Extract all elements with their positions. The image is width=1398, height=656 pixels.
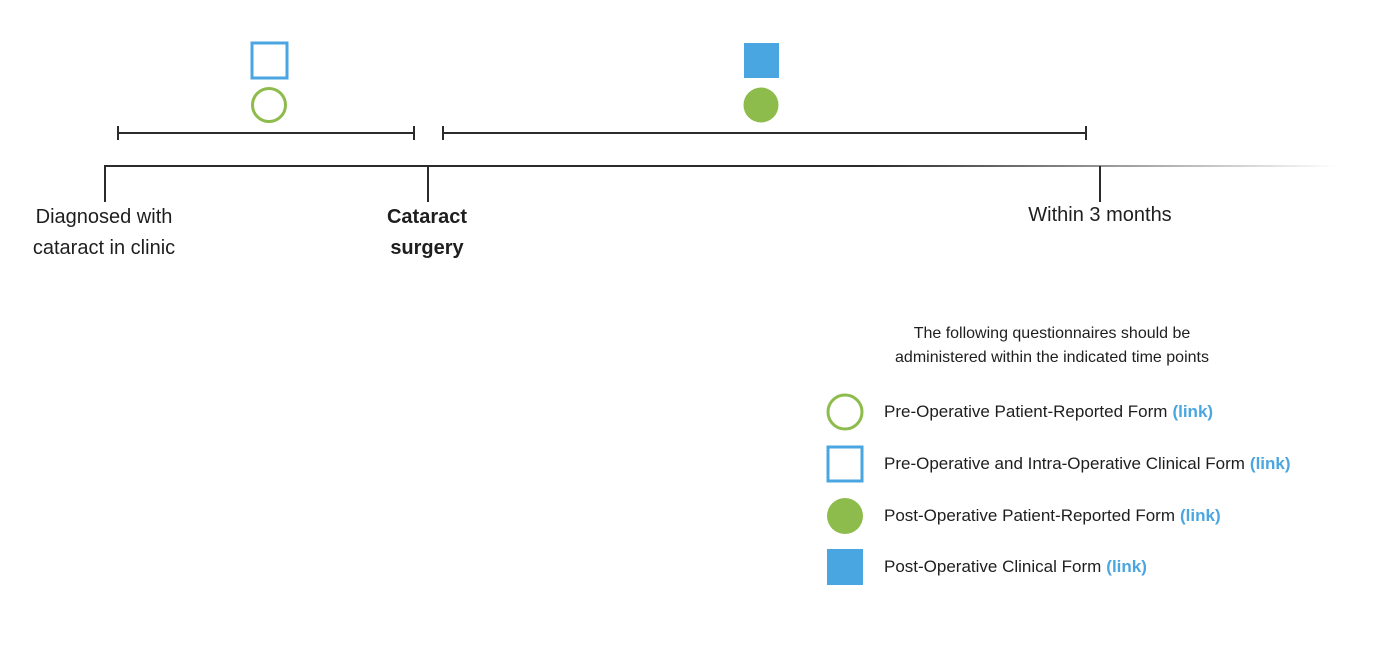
timeline-axis — [104, 165, 1338, 167]
legend-item-text: Pre-Operative Patient-Reported Form(link… — [884, 402, 1213, 422]
period-bracket-post-operative — [442, 126, 1087, 140]
form-link[interactable]: (link) — [1249, 454, 1291, 473]
legend-item-post-operative-patient-reported: Post-Operative Patient-Reported Form(lin… — [826, 497, 1386, 535]
timepoint-label-line: Within 3 months — [1028, 204, 1172, 226]
legend-item-text: Post-Operative Patient-Reported Form(lin… — [884, 506, 1221, 526]
timepoint-label-line: Cataract — [386, 206, 468, 228]
form-link[interactable]: (link) — [1180, 506, 1221, 525]
timepoint-label-line: cataract in clinic — [32, 237, 176, 259]
square-filled-icon — [826, 548, 864, 586]
timepoint-label-line: surgery — [390, 237, 464, 259]
legend-item-label: Pre-Operative and Intra-Operative Clinic… — [884, 454, 1245, 473]
legend-item-label: Pre-Operative Patient-Reported Form — [884, 402, 1168, 421]
legend-item-text: Post-Operative Clinical Form(link) — [884, 557, 1147, 577]
circle-filled-icon — [743, 87, 779, 123]
timepoint-label-surgery: Cataract surgery — [347, 202, 507, 264]
circle-outline-icon — [251, 87, 287, 123]
circle-filled-icon — [826, 497, 864, 535]
legend-intro-line: administered within the indicated time p… — [895, 349, 1209, 366]
legend-item-label: Post-Operative Patient-Reported Form — [884, 506, 1176, 525]
form-link[interactable]: (link) — [1106, 557, 1147, 576]
legend-intro-line: The following questionnaires should be — [913, 325, 1191, 342]
form-link[interactable]: (link) — [1172, 402, 1214, 421]
timepoint-label-line: Diagnosed with — [35, 206, 173, 228]
legend-item-text: Pre-Operative and Intra-Operative Clinic… — [884, 454, 1291, 474]
timepoint-label-3-months: Within 3 months — [990, 200, 1210, 231]
square-filled-icon — [744, 43, 779, 78]
legend-item-pre-intra-operative-clinical: Pre-Operative and Intra-Operative Clinic… — [826, 445, 1386, 483]
legend-item-label: Post-Operative Clinical Form — [884, 557, 1102, 576]
square-outline-icon — [826, 445, 864, 483]
legend-item-pre-operative-patient-reported: Pre-Operative Patient-Reported Form(link… — [826, 393, 1386, 431]
legend-item-post-operative-clinical: Post-Operative Clinical Form(link) — [826, 548, 1386, 586]
square-outline-icon — [250, 41, 289, 80]
timepoint-label-diagnosed: Diagnosed with cataract in clinic — [4, 202, 204, 264]
period-bracket-pre-operative — [117, 126, 415, 140]
legend-intro: The following questionnaires should be a… — [862, 322, 1242, 370]
circle-outline-icon — [826, 393, 864, 431]
